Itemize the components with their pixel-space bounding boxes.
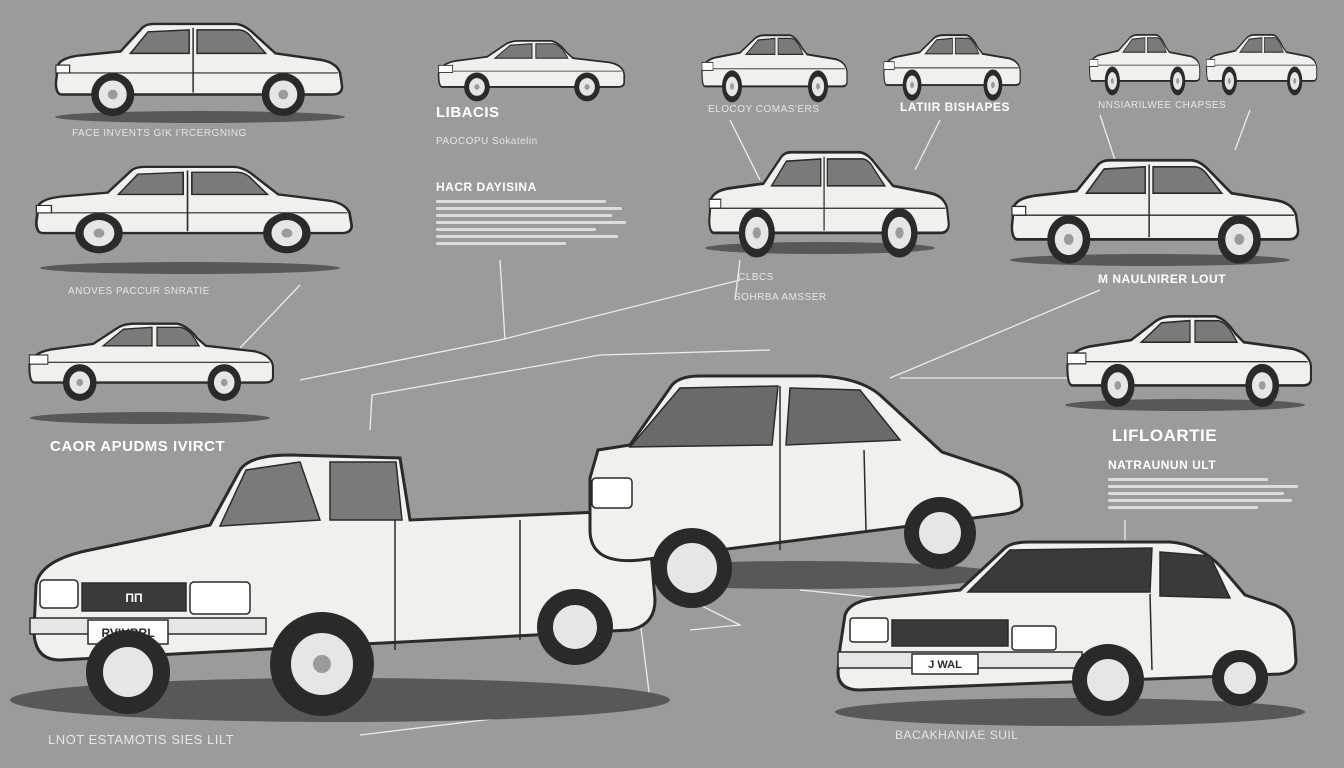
label-4: HACR DAYISINA [436,180,537,194]
muscle-car-middle-2 [1010,158,1300,265]
label-12: CAOR APUDMS IVIRCT [50,438,226,455]
label-1: FACE INVENTS GIK I'RCERGNING [72,128,247,139]
label-8: ANOVES PACCUR SNRATIE [68,286,210,297]
hatchback-car-2 [34,165,354,255]
sports-car-top-3 [882,34,1022,102]
badge-left: ПП [125,591,142,605]
label-2: LIBACIS [436,104,500,121]
sports-car-top-5 [1205,33,1318,97]
label-14: NATRAUNUN ULT [1108,458,1217,472]
muscle-car-middle-1 [707,150,951,259]
label-3: PAOCOPU Sokatelin [436,136,538,147]
convertible-car-large [29,453,657,716]
sports-car-top-4 [1088,33,1201,97]
muscle-car-right [1066,314,1313,409]
compact-car-3 [28,322,275,403]
label-13: LIFLOARTIE [1112,426,1218,445]
plate-left: RVIUBRL [101,626,154,640]
sedan-car-1 [54,22,344,118]
paragraph-lines-right [1108,474,1298,513]
sports-car-top-1 [437,39,626,103]
sports-car-top-2 [700,34,849,104]
sedan-car-large-right [836,540,1298,716]
label-6: LATIIR BISHAPES [900,100,1010,114]
paragraph-lines-center [436,196,626,249]
label-7: NNSIARILWEE CHAPSES [1098,100,1227,111]
plate-right: J WAL [928,659,962,671]
sedan-car-large-center [588,374,1024,608]
label-11: M NAULNIRER LOUT [1098,272,1226,286]
label-16: BACAKHANIAE SUIL [895,728,1019,742]
label-5: ELOCOY COMAS'ERS [708,104,820,115]
label-10: SOHRBA AMSSER [734,292,827,303]
label-15: LNOT ESTAMOTIS SIES LILT [48,732,235,747]
label-9: CLBCS [738,272,774,283]
